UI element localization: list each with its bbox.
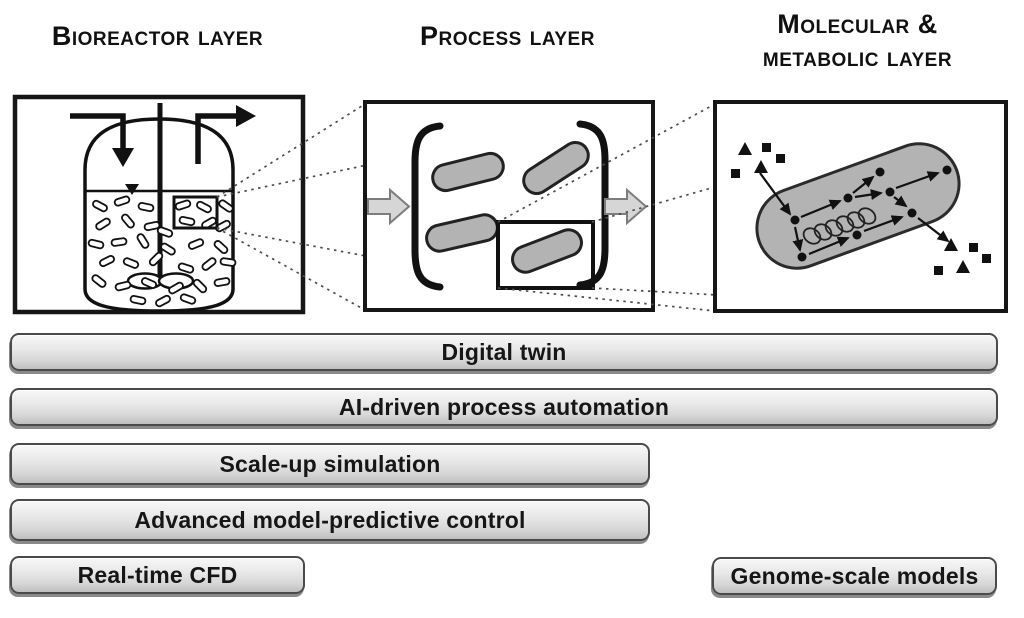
- microbial-cells: [87, 195, 237, 308]
- flow-in-arrow-icon: [367, 187, 411, 226]
- molecular-layer-title-line2: metabolic layer: [762, 42, 953, 72]
- bar-advanced-model-predictive-control: Advanced model-predictive control: [10, 499, 650, 541]
- magnified-region-box-process: [496, 220, 595, 290]
- cell-population: [425, 140, 590, 274]
- flow-arrows: [367, 187, 648, 226]
- inlet-arrow-icon: [70, 113, 134, 167]
- bar-label: Genome-scale models: [730, 562, 979, 589]
- bar-label: Advanced model-predictive control: [134, 506, 526, 533]
- bar-label: AI-driven process automation: [338, 393, 670, 420]
- magnified-region-box-bioreactor: [172, 195, 219, 230]
- cell-capsule: [522, 140, 590, 196]
- bioreactor-layer-title: Bioreactor layer: [51, 21, 264, 51]
- molecular-layer-title: Molecular & metabolic layer: [705, 8, 1010, 74]
- bar-label: Real-time CFD: [77, 561, 238, 588]
- molecular-layer-title-line1: Molecular &: [777, 9, 938, 39]
- metabolite-nodes: [790, 165, 952, 262]
- product-secretion-arrow: [917, 217, 950, 243]
- flow-out-arrow-icon: [604, 187, 648, 226]
- metabolic-network: [759, 165, 952, 262]
- substrate-uptake-arrow: [759, 172, 792, 216]
- bar-scale-up-simulation: Scale-up simulation: [10, 443, 650, 485]
- bar-genome-scale-models: Genome-scale models: [712, 557, 997, 595]
- bracket-left: [411, 122, 444, 291]
- outlet-arrow-icon: [195, 105, 256, 164]
- bar-label: Digital twin: [441, 338, 567, 365]
- bar-ai-driven-process-automation: AI-driven process automation: [10, 388, 998, 426]
- bioreactor-panel: [12, 94, 306, 315]
- product-molecules: [934, 238, 991, 275]
- process-layer-title: Process layer: [420, 21, 595, 51]
- molecular-panel: [713, 100, 1008, 313]
- bar-label: Scale-up simulation: [219, 450, 441, 477]
- cell-membrane: [755, 142, 961, 270]
- substrate-molecules: [731, 142, 785, 178]
- bar-real-time-cfd: Real-time CFD: [10, 556, 305, 594]
- bar-digital-twin: Digital twin: [10, 333, 998, 371]
- liquid-level-marker-icon: [125, 184, 139, 195]
- cell-capsule: [431, 151, 505, 193]
- cell-capsule: [511, 228, 583, 274]
- process-panel: [363, 100, 655, 312]
- dna-helix-icon: [802, 207, 877, 245]
